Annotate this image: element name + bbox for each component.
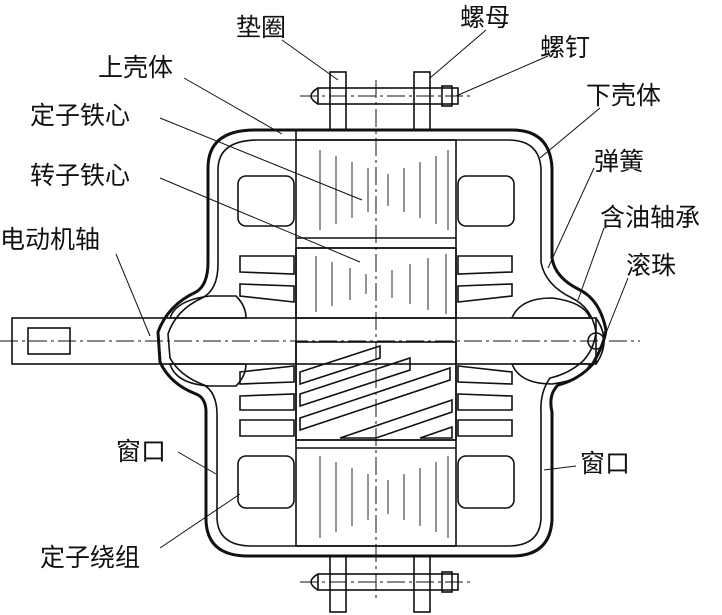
label-ball: 滚珠: [626, 251, 676, 280]
screw-bottom: [300, 555, 470, 613]
label-window-right: 窗口: [580, 449, 630, 478]
label-gasket: 垫圈: [236, 13, 286, 42]
label-stator-core: 定子铁心: [30, 101, 130, 130]
label-rotor-core: 转子铁心: [30, 161, 130, 190]
leader-lines: [115, 29, 629, 549]
label-motor-shaft: 电动机轴: [0, 225, 100, 254]
labels: 垫圈 螺母 螺钉 上壳体 下壳体 定子铁心 转子铁心 弹簧 含油轴承 电动机轴 …: [0, 3, 700, 572]
label-upper-housing: 上壳体: [98, 53, 173, 82]
stator-winding: [237, 175, 515, 509]
label-lower-housing: 下壳体: [586, 81, 661, 110]
label-screw: 螺钉: [540, 33, 590, 62]
label-window-left: 窗口: [116, 437, 166, 466]
label-nut: 螺母: [460, 3, 510, 32]
oil-bearing: [168, 295, 592, 387]
rotor-fins: [239, 255, 513, 437]
screw-top: [300, 71, 470, 131]
label-oil-bearing: 含油轴承: [600, 203, 700, 232]
label-stator-winding: 定子绕组: [40, 543, 140, 572]
housing: [156, 128, 608, 558]
label-spring: 弹簧: [594, 147, 644, 176]
